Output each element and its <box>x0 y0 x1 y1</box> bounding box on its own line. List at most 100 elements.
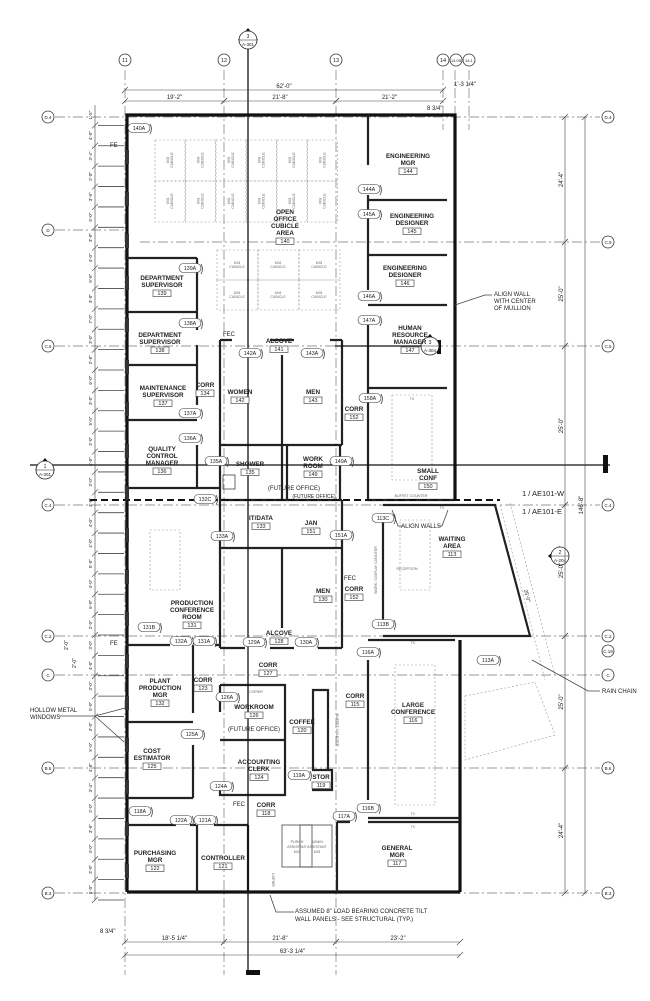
room-number-box <box>142 762 162 770</box>
room-name-line: CONFERENCE <box>170 607 214 614</box>
door-tag-text: 124A <box>215 784 228 790</box>
room-number-box <box>256 809 276 817</box>
door-tag-oval <box>127 123 151 133</box>
room-number-box <box>292 726 312 734</box>
door-tag-oval <box>357 291 381 301</box>
left-dim-segment: 5'-0" <box>88 212 93 221</box>
door-tag-text: 144A <box>363 187 376 193</box>
door-tag-text: 139A <box>184 266 197 272</box>
door-tag-118a: 118A <box>128 806 153 818</box>
door-tag-135a: 135A <box>204 456 229 468</box>
door-tag-oval <box>193 815 217 825</box>
left-dim-segment: 5'-0" <box>88 559 93 568</box>
room-name-line: CORR <box>257 802 276 809</box>
grid-bubble-row-B.6 <box>601 761 615 775</box>
svg-text:CUBICLE: CUBICLE <box>170 152 174 168</box>
door-tag-oval <box>178 433 202 443</box>
door-tag-121a: 121A <box>193 815 218 827</box>
purch-assistant-1: PURCH <box>291 840 304 844</box>
left-dim-segment: 5'-0" <box>88 600 93 609</box>
exterior-walls <box>125 113 462 894</box>
door-tag-text: 146A <box>363 294 376 300</box>
matchline-east: 1 / AE101-E <box>522 507 562 516</box>
grid-label: D.4 <box>604 115 612 120</box>
room-name-line: CORR <box>259 662 278 669</box>
room-number-box <box>403 716 423 724</box>
door-tag-113c: 113C <box>371 513 396 525</box>
room-name-line: PRODUCTION <box>139 685 182 692</box>
room-number-box <box>150 699 170 707</box>
tv-label-1: TV <box>410 397 415 401</box>
grid-label: D <box>46 228 50 233</box>
room-number-box <box>249 773 269 781</box>
room-name-line: JAN <box>305 520 318 527</box>
left-dim-segment: 2'-0" <box>88 803 93 812</box>
door-tag-136a: 136A <box>178 433 203 445</box>
door-tag-oval <box>287 770 311 780</box>
section-sheet: A-204 <box>554 558 567 563</box>
room-number: 125 <box>147 764 156 770</box>
svg-text:6X8: 6X8 <box>258 157 262 163</box>
door-swing-arc <box>215 815 218 827</box>
door-tag-133a: 133A <box>210 531 235 543</box>
door-tag-119a: 119A <box>287 770 312 782</box>
left-dim-segment: 3'-0" <box>88 294 93 303</box>
room-name-line: MGR <box>401 160 416 167</box>
grid-label: B.3 <box>45 891 52 896</box>
room-name-line: CORR <box>196 382 215 389</box>
hollow-metal-note-2: WINDOWS <box>30 715 60 721</box>
right-dim-segment: 25'-0" <box>559 418 565 433</box>
door-swing-arc <box>149 123 152 135</box>
room-number-box <box>303 470 323 478</box>
room-number: 146 <box>400 281 409 287</box>
door-tag-158a: 158A <box>358 393 383 405</box>
room-name-line: CORR <box>194 677 213 684</box>
room-number: 152 <box>349 415 358 421</box>
right-dim-overall: 146'-8" <box>579 496 585 515</box>
hollow-metal-window <box>125 150 129 164</box>
left-dim-segment: 1'-5" <box>88 110 93 119</box>
room-name-line: DEPARTMENT <box>138 332 181 339</box>
left-dim-segment: 4'-0" <box>88 253 93 262</box>
grid-bubble-row-B.6 <box>41 761 55 775</box>
svg-text:6X8: 6X8 <box>288 157 292 163</box>
room-name-line: ENGINEERING <box>386 153 430 160</box>
door-tag-text: 129A <box>248 640 261 646</box>
room-name-line: ROOM <box>182 614 202 621</box>
door-tag-text: 131A <box>198 639 211 645</box>
grid-bubble-row-C.9 <box>601 235 615 249</box>
hollow-metal-window <box>125 612 129 626</box>
section-number: 3 <box>247 34 250 40</box>
door-tag-text: 118A <box>134 809 146 815</box>
door-tag-oval <box>332 811 356 821</box>
door-tag-text: 132C <box>199 497 212 503</box>
room-number-box <box>213 862 233 870</box>
left-dim-segment: 3'-0" <box>88 681 93 690</box>
room-number: 149 <box>308 472 317 478</box>
room-name-line: CONF <box>419 475 437 482</box>
room-name-line: CORR <box>346 693 365 700</box>
door-tag-oval <box>180 729 204 739</box>
door-tag-117a: 117A <box>332 811 357 823</box>
door-tag-130a: 130A <box>294 637 319 649</box>
top-dim-offset: 1'-3 1/4" <box>454 82 476 88</box>
room-number: 135 <box>245 470 254 476</box>
grid-bubble-col-14.1 <box>462 53 476 67</box>
room-name-line: MGR <box>148 857 163 864</box>
left-dim-segment: 2'-0" <box>88 620 93 629</box>
door-swing-arc <box>150 806 153 818</box>
room-number-box <box>442 550 462 558</box>
room-number-box <box>398 167 418 175</box>
left-dim-segment: 3'-0" <box>88 335 93 344</box>
fec-label-3: FEC <box>233 802 246 808</box>
left-dim-segment: 4'-0" <box>88 538 93 547</box>
section-sheet: A-301 <box>39 472 52 477</box>
